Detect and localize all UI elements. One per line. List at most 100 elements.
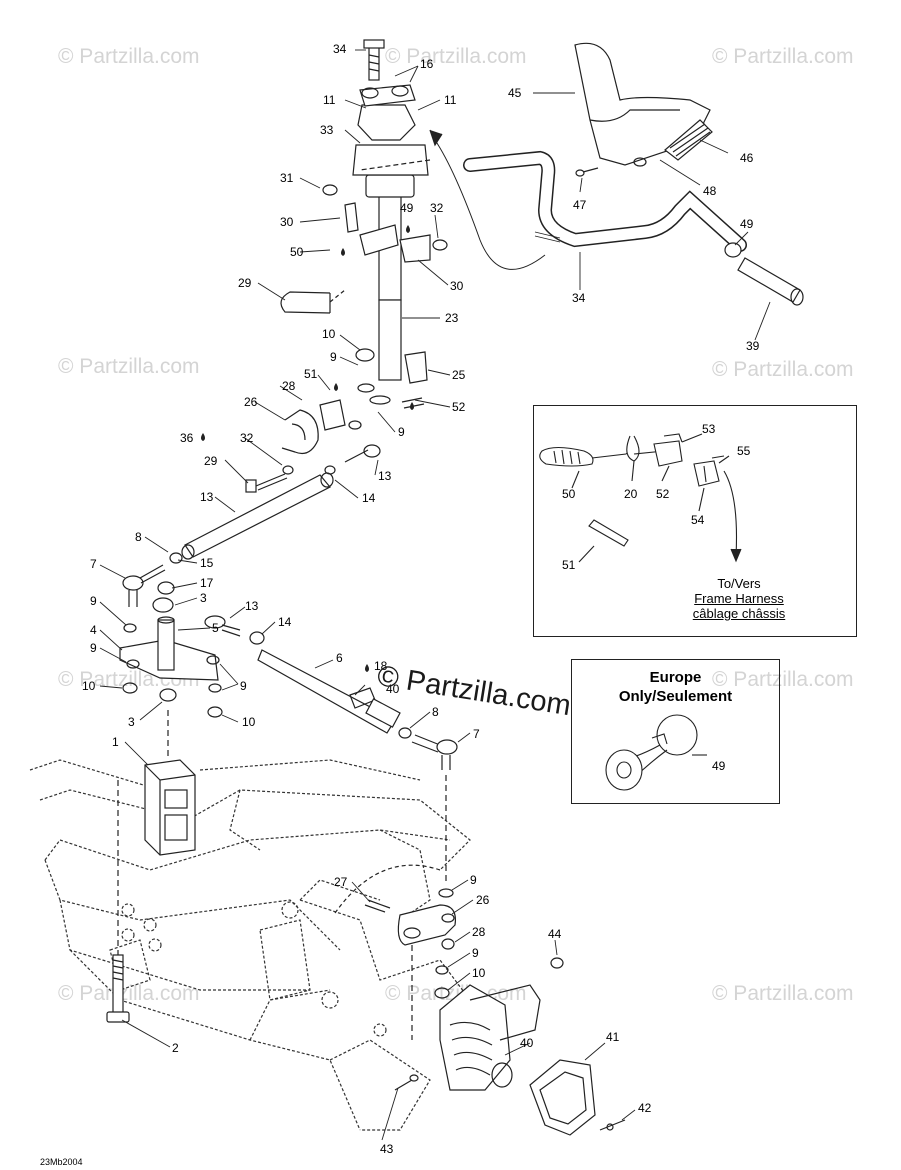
callout: 10 [242, 715, 256, 729]
frame-harness-note: To/Vers Frame Harness câblage châssis [684, 576, 794, 621]
callout: 41 [606, 1030, 620, 1044]
callout: 20 [624, 487, 638, 501]
callout: 3 [128, 715, 135, 729]
callout: 15 [200, 556, 214, 570]
frame-harness-line: To/Vers [717, 576, 761, 591]
callout: 52 [656, 487, 670, 501]
steering-boot [439, 984, 541, 1091]
callout: 26 [244, 395, 258, 409]
callout: 45 [508, 86, 522, 100]
callout: 17 [200, 576, 214, 590]
callout: 50 [562, 487, 576, 501]
callout: 14 [362, 491, 376, 505]
callout: 53 [702, 422, 716, 436]
callout: 10 [322, 327, 336, 341]
callout: 13 [245, 599, 259, 613]
bushing-clamps [322, 184, 448, 430]
callout: 8 [432, 705, 439, 719]
callout: 28 [282, 379, 296, 393]
callout: 46 [740, 151, 754, 165]
callout: 32 [430, 201, 444, 215]
steering-column [352, 39, 429, 381]
rivet-41 [394, 1074, 419, 1091]
reference-code: 23Mb2004 [40, 1157, 83, 1167]
callout: 49 [400, 201, 414, 215]
watermark-text: © Partzilla.com [58, 355, 200, 378]
callout: 27 [334, 875, 348, 889]
callout: 40 [520, 1036, 534, 1050]
callout: 30 [450, 279, 464, 293]
europe-title-line: Europe [649, 669, 702, 686]
callout: 49 [740, 217, 754, 231]
steering-support-block [144, 759, 196, 856]
callout: 14 [278, 615, 292, 629]
callout: 32 [240, 431, 254, 445]
europe-title-line: Only/Seulement [618, 688, 733, 705]
callout: 51 [304, 367, 318, 381]
callout: 16 [420, 57, 434, 71]
steering-cover [529, 1059, 626, 1136]
horn-drawing: 49 [605, 714, 726, 791]
watermark-text: © Partzilla.com [712, 358, 854, 381]
hand-grips [724, 242, 804, 306]
watermark-text: © Partzilla.com [58, 45, 200, 68]
callout: 23 [445, 311, 459, 325]
tie-rod-end-right [411, 734, 458, 770]
u-bolt [280, 289, 346, 314]
callout: 43 [380, 1142, 394, 1156]
callout: 25 [452, 368, 466, 382]
handlebar [463, 150, 747, 252]
callout: 33 [320, 123, 334, 137]
steering-rod-lower [257, 649, 412, 739]
callout: 13 [200, 490, 214, 504]
frame-harness-line: Frame Harness [694, 591, 784, 606]
callout: 47 [573, 198, 587, 212]
callout: 51 [562, 558, 576, 572]
europe-title: Europe Only/Seulement [572, 668, 779, 706]
watermark-text: © Partzilla.com [712, 982, 854, 1005]
column-support [281, 399, 346, 455]
callout: 40 [386, 682, 400, 696]
callout: 52 [452, 400, 466, 414]
steering-rod-upper [169, 465, 336, 564]
watermark-text: © Partzilla.com [58, 982, 200, 1005]
callout: 42 [638, 1101, 652, 1115]
callout: 34 [333, 42, 347, 56]
callout: 1 [112, 735, 119, 749]
callout: 7 [90, 557, 97, 571]
callout: 18 [374, 659, 388, 673]
callout: 28 [472, 925, 486, 939]
callout: 26 [476, 893, 490, 907]
steering-pad [574, 42, 713, 177]
tie-rod-end-middle [204, 615, 265, 645]
callout: 44 [548, 927, 562, 941]
callout: 29 [204, 454, 218, 468]
harness-inset: 53 55 50 20 52 54 51 To/Vers Frame Harne… [533, 405, 857, 637]
callout: 39 [746, 339, 760, 353]
callout: 9 [90, 594, 97, 608]
callout: 9 [240, 679, 247, 693]
watermark-text: © Partzilla.com [385, 45, 527, 68]
callout: 54 [691, 513, 705, 527]
harness-drawing: 53 55 50 20 52 54 51 [539, 422, 751, 572]
callout: 11 [444, 93, 457, 107]
frame-harness-line: câblage châssis [692, 606, 786, 621]
callout: 10 [472, 966, 486, 980]
callout-leaders [99, 49, 771, 1141]
callout: 49 [712, 759, 726, 773]
callout: 9 [90, 641, 97, 655]
callout: 29 [238, 276, 252, 290]
europe-inset: Europe Only/Seulement 49 [571, 659, 780, 804]
callout: 2 [172, 1041, 179, 1055]
watermark-text: © Partzilla.com [712, 668, 854, 691]
callout-numbers: 34 16 11 11 33 31 32 49 30 50 30 29 23 1… [82, 42, 760, 1156]
callout: 6 [336, 651, 343, 665]
callout: 34 [572, 291, 586, 305]
watermark-text: © Partzilla.com [712, 45, 854, 68]
steering-arm [364, 888, 457, 999]
callout: 11 [323, 93, 336, 107]
bolt-2 [106, 954, 130, 1023]
callout: 5 [212, 621, 219, 635]
callout: 4 [90, 623, 97, 637]
